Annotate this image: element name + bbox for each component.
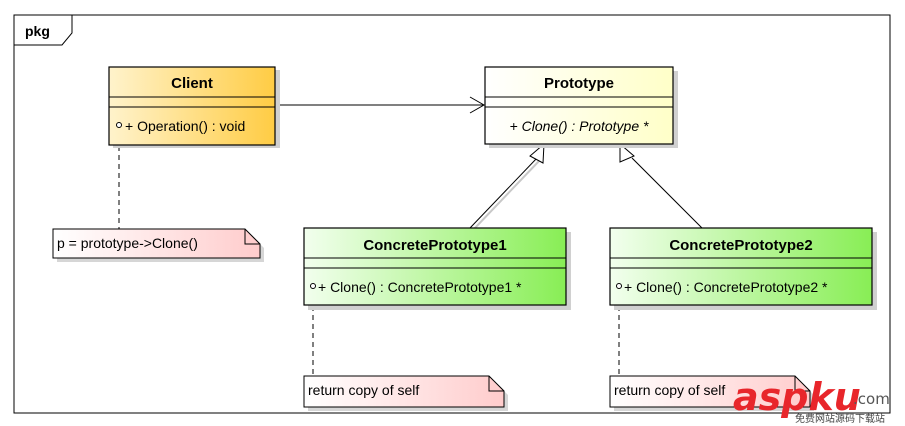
class-concrete-prototype1[interactable]: ConcretePrototype1 + Clone() : ConcreteP… [303, 227, 571, 310]
note-concrete1[interactable]: return copy of self [303, 375, 508, 411]
package-label: pkg [25, 23, 50, 39]
class-prototype[interactable]: Prototype + Clone() : Prototype * [484, 66, 678, 148]
note-text: return copy of self [614, 382, 725, 398]
note-text: p = prototype->Clone() [57, 235, 198, 251]
class-name: ConcretePrototype1 [363, 237, 506, 254]
class-operation: + Clone() : ConcretePrototype2 * [624, 279, 828, 295]
class-operation: + Operation() : void [125, 118, 245, 134]
generalization-concrete2 [619, 142, 703, 229]
class-client[interactable]: Client + Operation() : void [108, 66, 280, 148]
class-name: Prototype [544, 75, 614, 92]
class-name: Client [171, 75, 213, 92]
visibility-marker-icon [310, 283, 316, 289]
watermark-brand: aspku [733, 375, 861, 419]
visibility-marker-icon [616, 283, 622, 289]
note-concrete2[interactable]: return copy of self [609, 375, 814, 411]
association-client-prototype [276, 96, 486, 114]
watermark-tagline: 免费网站源码下载站 [795, 412, 885, 425]
generalization-concrete1 [469, 142, 545, 230]
class-concrete-prototype2[interactable]: ConcretePrototype2 + Clone() : ConcreteP… [609, 227, 877, 310]
note-text: return copy of self [308, 382, 419, 398]
watermark-suffix: .com [853, 390, 890, 408]
watermark-logo: aspku .com 免费网站源码下载站 [733, 375, 890, 425]
class-operation: + Clone() : ConcretePrototype1 * [318, 279, 522, 295]
class-name: ConcretePrototype2 [669, 237, 812, 254]
class-operation: + Clone() : Prototype * [510, 118, 649, 134]
visibility-marker-icon [116, 122, 122, 128]
inheritance-arrowhead-icon [529, 142, 545, 164]
note-client[interactable]: p = prototype->Clone() [52, 228, 264, 262]
inheritance-arrowhead-icon [619, 142, 635, 163]
